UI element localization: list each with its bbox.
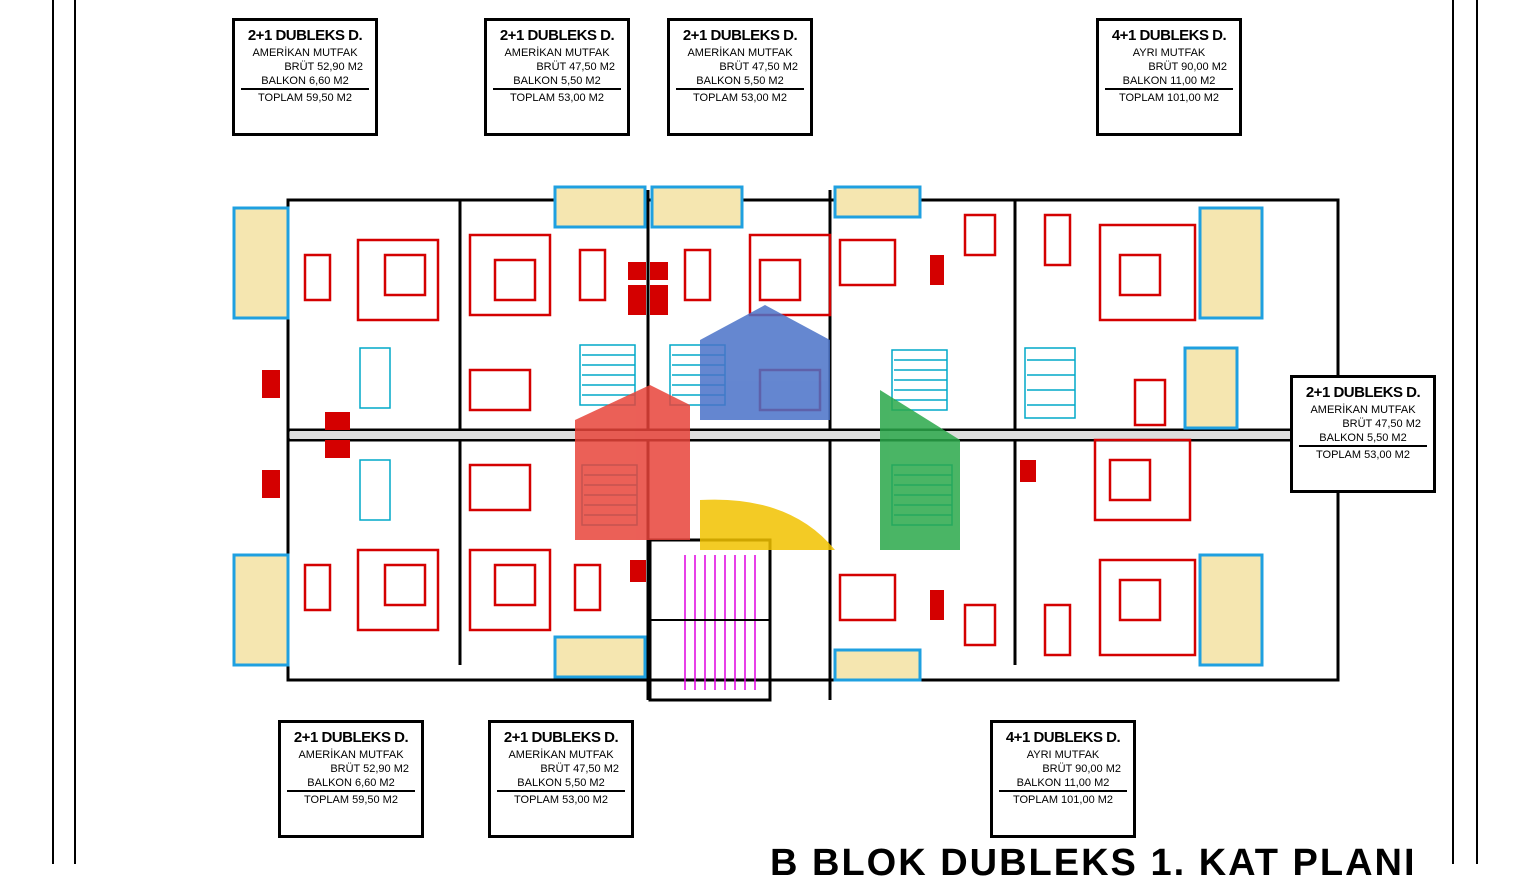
balcony [232, 553, 290, 667]
balconies [232, 185, 1264, 682]
balcony [553, 185, 647, 229]
gross-area: BRÜT 47,50 M2 [1342, 418, 1421, 430]
kitchen-type: AMERİKAN MUTFAK [687, 47, 793, 59]
unit-info-box: 2+1 DUBLEKS D. AMERİKAN MUTFAK BRÜT 52,9… [278, 720, 424, 838]
balcony [833, 185, 922, 219]
drawing-frame-left-inner [74, 0, 76, 864]
gross-area: BRÜT 47,50 M2 [536, 61, 615, 73]
drawing-frame-right-outer [1476, 0, 1478, 864]
balcony-area: BALKON 6,60 M2 [241, 75, 369, 90]
total-area: TOPLAM 59,50 M2 [304, 794, 398, 806]
unit-type: 2+1 DUBLEKS D. [293, 729, 409, 746]
balcony-area: BALKON 11,00 M2 [1105, 75, 1233, 90]
balcony-area: BALKON 6,60 M2 [287, 777, 415, 792]
balcony [1183, 346, 1239, 430]
total-area: TOPLAM 59,50 M2 [258, 92, 352, 104]
unit-info-box: 4+1 DUBLEKS D. AYRI MUTFAK BRÜT 90,00 M2… [1096, 18, 1242, 136]
balcony [553, 635, 647, 679]
unit-info-box: 2+1 DUBLEKS D. AMERİKAN MUTFAK BRÜT 47,5… [1290, 375, 1436, 493]
unit-type: 4+1 DUBLEKS D. [1111, 27, 1227, 44]
balcony [1198, 206, 1264, 320]
total-area: TOPLAM 53,00 M2 [693, 92, 787, 104]
unit-type: 2+1 DUBLEKS D. [682, 27, 798, 44]
kitchen-type: AYRI MUTFAK [1132, 47, 1206, 59]
kitchen-type: AMERİKAN MUTFAK [504, 47, 610, 59]
corridor [290, 431, 1336, 439]
unit-type: 4+1 DUBLEKS D. [1005, 729, 1121, 746]
total-area: TOPLAM 53,00 M2 [1316, 449, 1410, 461]
unit-type: 2+1 DUBLEKS D. [499, 27, 615, 44]
kitchen-type: AMERİKAN MUTFAK [298, 749, 404, 761]
watermark-logo [575, 305, 960, 550]
gross-area: BRÜT 47,50 M2 [540, 763, 619, 775]
drawing-frame-left-outer [52, 0, 54, 864]
unit-info-box: 2+1 DUBLEKS D. AMERİKAN MUTFAK BRÜT 47,5… [488, 720, 634, 838]
gross-area: BRÜT 47,50 M2 [719, 61, 798, 73]
balcony [650, 185, 744, 229]
furniture [303, 213, 1197, 657]
balcony-area: BALKON 5,50 M2 [493, 75, 621, 90]
kitchen-type: AMERİKAN MUTFAK [1310, 404, 1416, 416]
unit-type: 2+1 DUBLEKS D. [503, 729, 619, 746]
kitchen-type: AMERİKAN MUTFAK [252, 47, 358, 59]
unit-info-box: 4+1 DUBLEKS D. AYRI MUTFAK BRÜT 90,00 M2… [990, 720, 1136, 838]
total-area: TOPLAM 101,00 M2 [1118, 92, 1220, 104]
balcony [833, 648, 922, 682]
gross-area: BRÜT 90,00 M2 [1042, 763, 1121, 775]
total-area: TOPLAM 53,00 M2 [510, 92, 604, 104]
balcony-area: BALKON 5,50 M2 [1299, 432, 1427, 447]
total-area: TOPLAM 53,00 M2 [514, 794, 608, 806]
drawing-frame-right-inner [1452, 0, 1454, 864]
gross-area: BRÜT 52,90 M2 [284, 61, 363, 73]
balcony-area: BALKON 5,50 M2 [676, 75, 804, 90]
unit-info-box: 2+1 DUBLEKS D. AMERİKAN MUTFAK BRÜT 47,5… [484, 18, 630, 136]
unit-info-box: 2+1 DUBLEKS D. AMERİKAN MUTFAK BRÜT 47,5… [667, 18, 813, 136]
elevator-core [648, 538, 772, 702]
gross-area: BRÜT 90,00 M2 [1148, 61, 1227, 73]
building-outline [286, 190, 1340, 700]
furniture-solid [262, 255, 1036, 620]
balcony [232, 206, 290, 320]
total-area: TOPLAM 101,00 M2 [1012, 794, 1114, 806]
unit-info-box: 2+1 DUBLEKS D. AMERİKAN MUTFAK BRÜT 52,9… [232, 18, 378, 136]
unit-type: 2+1 DUBLEKS D. [1305, 384, 1421, 401]
kitchen-type: AMERİKAN MUTFAK [508, 749, 614, 761]
balcony [1198, 553, 1264, 667]
balcony-area: BALKON 5,50 M2 [497, 777, 625, 792]
balcony-area: BALKON 11,00 M2 [999, 777, 1127, 792]
gross-area: BRÜT 52,90 M2 [330, 763, 409, 775]
floor-plan [232, 185, 1340, 702]
unit-type: 2+1 DUBLEKS D. [247, 27, 363, 44]
kitchen-type: AYRI MUTFAK [1026, 749, 1100, 761]
